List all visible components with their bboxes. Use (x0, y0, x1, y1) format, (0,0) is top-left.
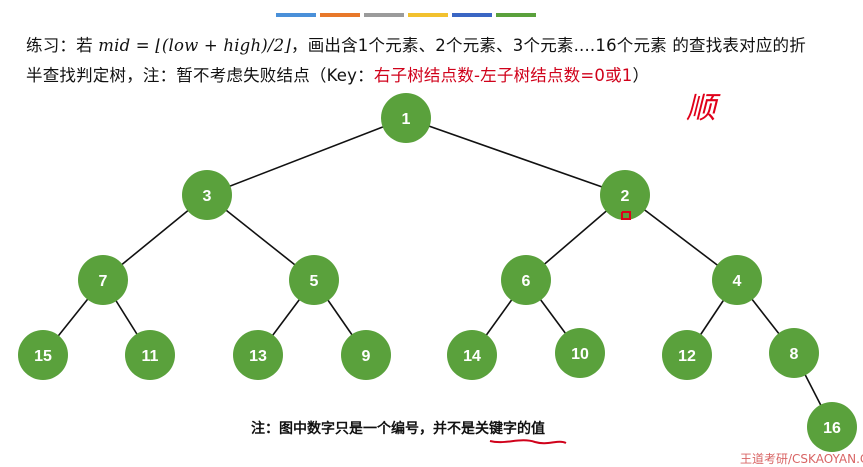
tree-node-label: 2 (621, 188, 630, 205)
tree-node-8: 8 (769, 328, 819, 378)
accent-segment-6 (496, 13, 536, 17)
exercise-suffix: ，画出含1个元素、2个元素、3个元素....16个元素 的查找表对应的折 (291, 36, 806, 55)
tree-node-7: 7 (78, 255, 128, 305)
tree-node-circle (712, 255, 762, 305)
key-rule: 右子树结点数-左子树结点数=0或1 (373, 66, 633, 85)
tree-node-12: 12 (662, 330, 712, 380)
mid-formula: mid = ⌊(low + high)/2⌋ (98, 36, 291, 55)
tree-node-label: 9 (362, 348, 371, 365)
tree-node-11: 11 (125, 330, 175, 380)
tree-node-13: 13 (233, 330, 283, 380)
tree-node-10: 10 (555, 328, 605, 378)
footnote-prefix: 注：图中数字只是一个编号，并不是 (251, 421, 475, 437)
tree-node-label: 8 (790, 346, 799, 363)
tree-node-16: 16 (807, 402, 857, 452)
handwritten-mark-near-node-2 (621, 211, 631, 220)
footnote-key: 关键字的值 (475, 421, 545, 437)
handwritten-underline (489, 439, 567, 445)
tree-node-label: 16 (823, 420, 841, 437)
tree-node-4: 4 (712, 255, 762, 305)
tree-node-label: 6 (522, 273, 531, 290)
tree-node-circle (182, 170, 232, 220)
exercise-prefix: 练习：若 (26, 36, 99, 55)
tree-node-label: 5 (310, 273, 319, 290)
tree-node-circle (341, 330, 391, 380)
tree-node-circle (807, 402, 857, 452)
tree-node-circle (233, 330, 283, 380)
tree-node-label: 4 (733, 273, 742, 290)
accent-segment-4 (408, 13, 448, 17)
tree-node-label: 10 (571, 346, 589, 363)
tree-node-label: 1 (402, 111, 411, 128)
tree-node-label: 11 (142, 348, 159, 365)
tree-node-3: 3 (182, 170, 232, 220)
tree-node-circle (289, 255, 339, 305)
accent-segment-3 (364, 13, 404, 17)
exercise-line-1: 练习：若 mid = ⌊(low + high)/2⌋，画出含1个元素、2个元素… (26, 32, 806, 56)
tree-node-1: 1 (381, 93, 431, 143)
accent-segment-1 (276, 13, 316, 17)
tree-node-label: 12 (678, 348, 696, 365)
exercise-line2-prefix: 半查找判定树，注：暂不考虑失败结点（Key： (26, 66, 374, 85)
tree-node-circle (78, 255, 128, 305)
tree-node-6: 6 (501, 255, 551, 305)
tree-node-15: 15 (18, 330, 68, 380)
tree-node-circle (769, 328, 819, 378)
accent-segment-2 (320, 13, 360, 17)
tree-node-circle (447, 330, 497, 380)
handwritten-annotation: 顺 (686, 91, 721, 126)
tree-node-circle (381, 93, 431, 143)
tree-edge-1-2 (405, 117, 626, 196)
exercise-line2-suffix: ） (632, 66, 650, 85)
tree-node-label: 13 (249, 348, 267, 365)
tree-node-circle (600, 170, 650, 220)
tree-node-label: 15 (34, 348, 52, 365)
tree-node-label: 3 (203, 188, 212, 205)
tree-node-5: 5 (289, 255, 339, 305)
tree-node-circle (555, 328, 605, 378)
accent-segment-5 (452, 13, 492, 17)
tree-node-circle (125, 330, 175, 380)
tree-node-9: 9 (341, 330, 391, 380)
exercise-line-2: 半查找判定树，注：暂不考虑失败结点（Key：右子树结点数-左子树结点数=0或1） (26, 62, 649, 86)
tree-node-circle (501, 255, 551, 305)
tree-node-label: 14 (463, 348, 481, 365)
tree-node-2: 2 (600, 170, 650, 220)
tree-node-circle (18, 330, 68, 380)
tree-node-14: 14 (447, 330, 497, 380)
footnote: 注：图中数字只是一个编号，并不是关键字的值 (251, 418, 545, 438)
tree-node-label: 7 (99, 273, 108, 290)
tree-node-circle (662, 330, 712, 380)
tree-edge-1-3 (206, 117, 407, 196)
